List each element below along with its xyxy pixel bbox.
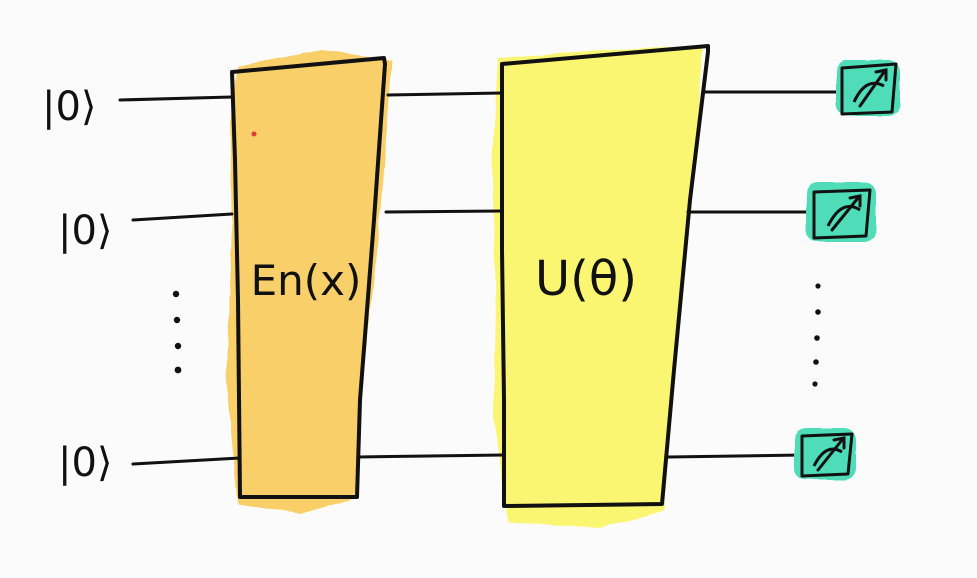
encoder-fill bbox=[226, 50, 392, 514]
wire-2-mid bbox=[384, 209, 504, 214]
wire-1-in bbox=[118, 95, 234, 102]
wire-2-in bbox=[131, 212, 234, 222]
meter-2 bbox=[806, 182, 876, 242]
ansatz-box bbox=[500, 44, 710, 508]
wire-3-in bbox=[131, 456, 242, 466]
wire-1-mid bbox=[386, 91, 504, 97]
stray-dot bbox=[251, 131, 257, 137]
wire-3-out bbox=[666, 453, 804, 459]
ellipsis-left bbox=[172, 290, 182, 374]
ellipsis-right bbox=[812, 283, 821, 387]
input-label-2: |0⟩ bbox=[58, 208, 113, 254]
meter-1 bbox=[836, 60, 900, 116]
meter-3 bbox=[794, 428, 856, 480]
encoder-label: En(x) bbox=[251, 256, 362, 305]
ansatz-label: U(θ) bbox=[535, 251, 637, 307]
input-label-3: |0⟩ bbox=[58, 440, 113, 486]
ansatz-fill bbox=[492, 46, 702, 528]
encoder-box bbox=[230, 56, 387, 499]
input-label-1: |0⟩ bbox=[42, 84, 97, 130]
wire-3-mid bbox=[356, 453, 506, 459]
